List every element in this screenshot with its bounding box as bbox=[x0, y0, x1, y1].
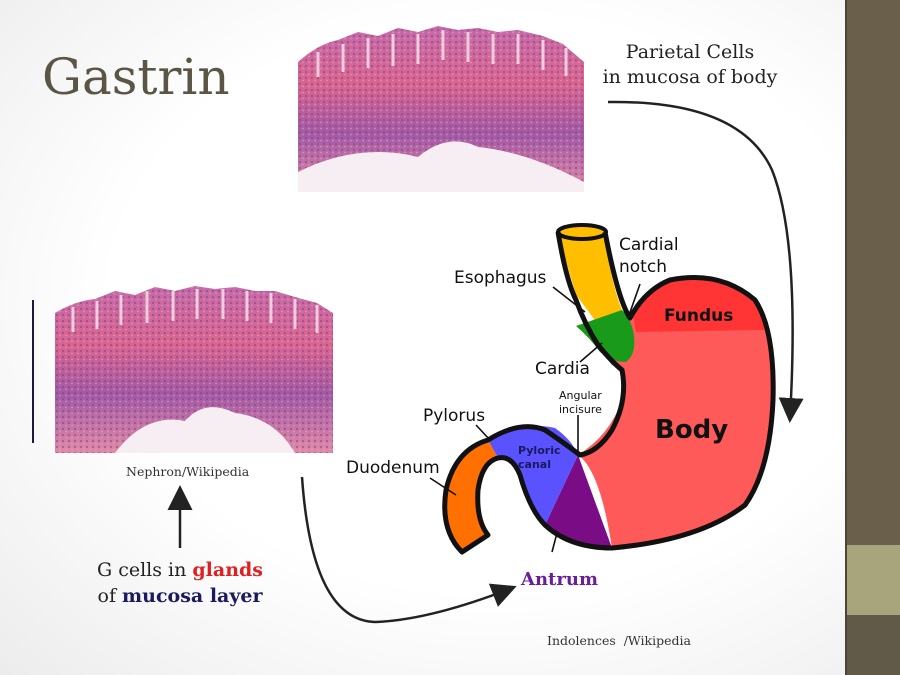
stomach-outline-outer bbox=[442, 231, 776, 555]
label-angular-2: incisure bbox=[559, 403, 602, 416]
label-cardial-notch-2: notch bbox=[619, 257, 667, 277]
label-cardial-notch-1: Cardial bbox=[619, 235, 679, 255]
arrow-parietal-to-body bbox=[607, 100, 804, 423]
label-pyloric-1: Pyloric bbox=[518, 444, 560, 457]
label-fundus: Fundus bbox=[664, 306, 733, 326]
label-body: Body bbox=[655, 415, 728, 445]
g-cells-text: G cells in bbox=[96, 559, 193, 581]
stomach-diagram: Esophagus Cardial notch Fundus Cardia An… bbox=[346, 223, 776, 590]
vertical-bar-mark bbox=[32, 300, 34, 443]
stomach-fundus-region bbox=[632, 277, 765, 332]
esophagus-opening bbox=[556, 223, 608, 241]
g-cells-label: G cells in glands of mucosa layer bbox=[60, 557, 300, 609]
arrow-histology-to-antrum bbox=[300, 476, 517, 624]
cardia-region bbox=[576, 310, 635, 362]
mucosa-layer-text: mucosa layer bbox=[122, 585, 263, 607]
parietal-label-line1: Parietal Cells bbox=[625, 41, 755, 63]
credit-indolences: Indolences /Wikipedia bbox=[547, 633, 691, 648]
label-antrum: Antrum bbox=[520, 569, 598, 590]
label-angular-1: Angular bbox=[559, 389, 602, 402]
glands-text: glands bbox=[192, 559, 264, 581]
label-pylorus: Pylorus bbox=[423, 406, 485, 426]
slide-title: Gastrin bbox=[42, 48, 230, 106]
parietal-cells-label: Parietal Cells in mucosa of body bbox=[585, 40, 795, 90]
label-esophagus: Esophagus bbox=[454, 268, 547, 288]
pyloric-canal-region bbox=[488, 425, 578, 525]
histology-image-left bbox=[55, 283, 333, 453]
label-pyloric-2: canal bbox=[518, 458, 551, 471]
label-duodenum: Duodenum bbox=[346, 458, 440, 478]
slide-side-low bbox=[847, 615, 900, 675]
parietal-label-line2: in mucosa of body bbox=[602, 66, 778, 88]
of-text: of bbox=[97, 585, 123, 607]
label-cardia: Cardia bbox=[535, 359, 590, 379]
credit-nephron: Nephron/Wikipedia bbox=[126, 464, 250, 479]
esophagus-region bbox=[558, 232, 622, 328]
histology-image-top bbox=[298, 22, 584, 192]
slide-side-accent bbox=[847, 545, 900, 615]
stomach-antrum-region bbox=[545, 455, 612, 548]
